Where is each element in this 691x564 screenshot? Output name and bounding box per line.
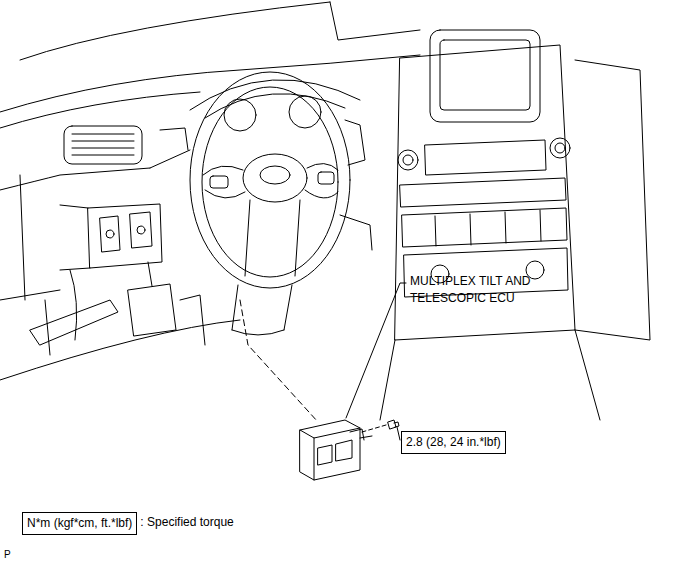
torque-value: 2.8 (28, 24 in.*lbf) [406,434,501,451]
part-name: MULTIPLEX TILT AND TELESCOPIC ECU [410,273,560,307]
torque-box: 2.8 (28, 24 in.*lbf) [401,431,506,454]
torque-box: N*m (kgf*cm, ft.*lbf) [22,512,137,535]
legend-text: : Specified torque [140,514,233,531]
torque-value: N*m (kgf*cm, ft.*lbf) [27,515,132,532]
page-mark: P [4,546,11,563]
